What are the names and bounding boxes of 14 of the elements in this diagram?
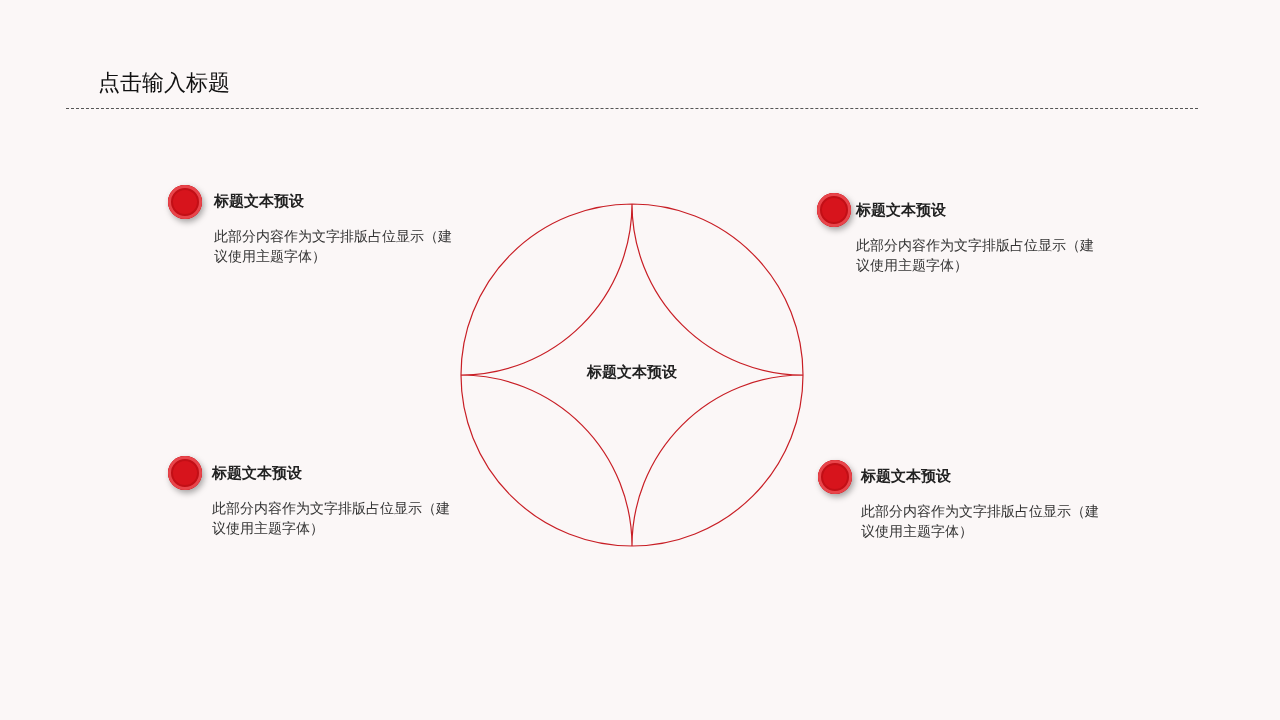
item-description: 此部分内容作为文字排版占位显示（建议使用主题字体） <box>212 499 451 538</box>
dot-icon <box>817 193 851 227</box>
item-description: 此部分内容作为文字排版占位显示（建议使用主题字体） <box>214 227 453 266</box>
item-heading: 标题文本预设 <box>212 464 302 483</box>
dot-icon <box>818 460 852 494</box>
item-description: 此部分内容作为文字排版占位显示（建议使用主题字体） <box>861 502 1100 541</box>
item-heading: 标题文本预设 <box>856 201 946 220</box>
dot-icon <box>168 185 202 219</box>
item-heading: 标题文本预设 <box>861 467 951 486</box>
item-description: 此部分内容作为文字排版占位显示（建议使用主题字体） <box>856 236 1095 275</box>
item-heading: 标题文本预设 <box>214 192 304 211</box>
dot-icon <box>168 456 202 490</box>
slide-title: 点击输入标题 <box>98 69 230 97</box>
circle-label: 标题文本预设 <box>585 363 678 382</box>
